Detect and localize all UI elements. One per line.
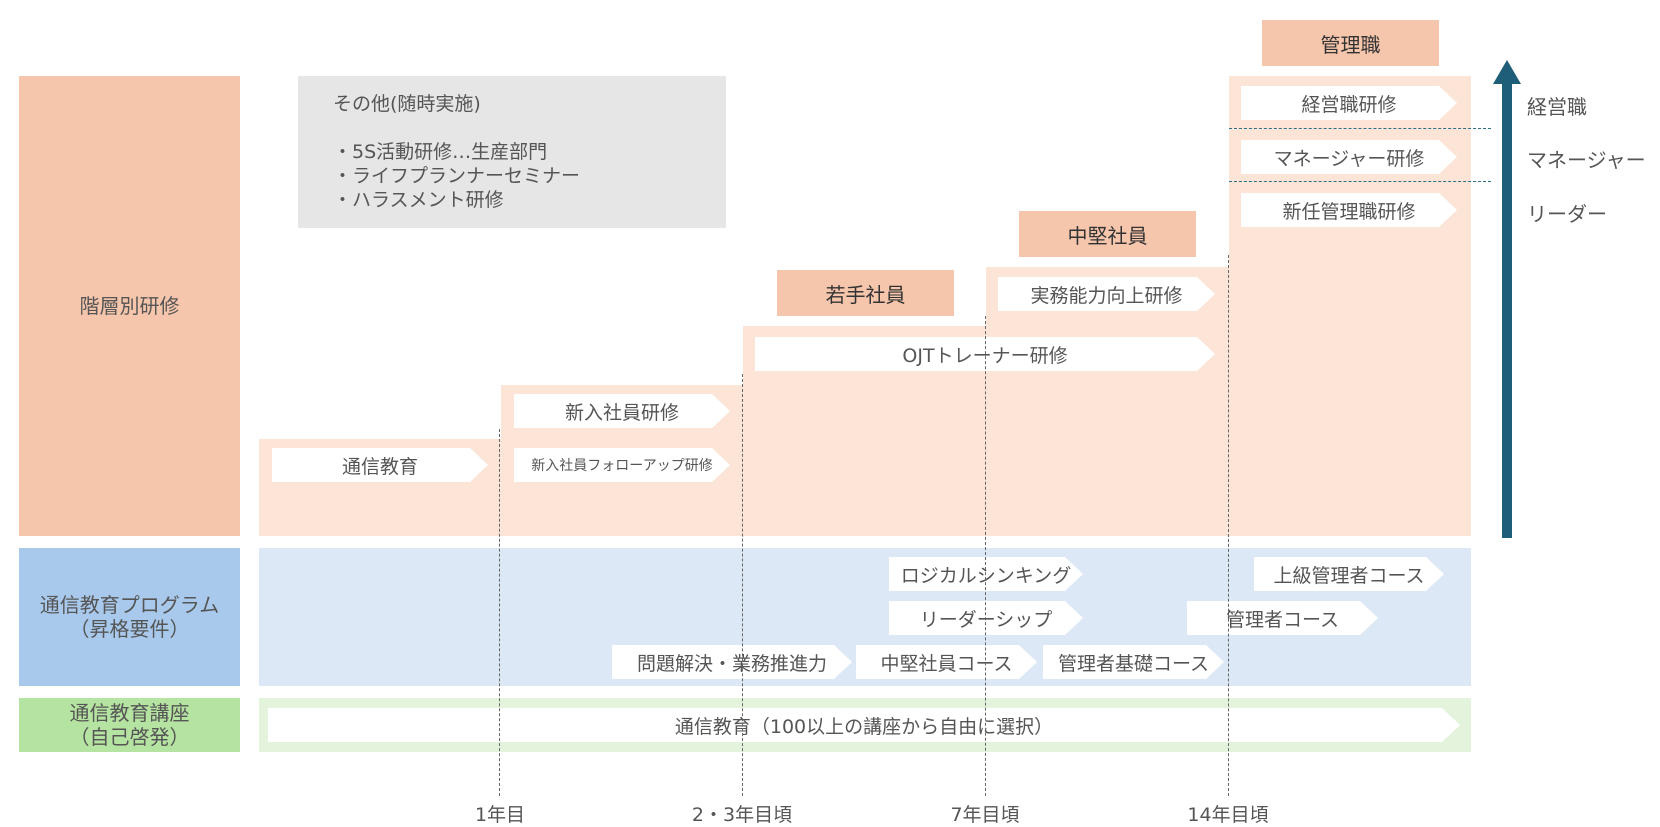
- divider-year7: [985, 316, 986, 796]
- divider-year14: [1228, 255, 1229, 796]
- arrow-mgr-course: 管理者コース: [1187, 601, 1378, 635]
- divider-year1: [499, 429, 500, 796]
- row-label-course: 通信教育講座 （自己啓発）: [19, 698, 240, 752]
- arrow-course: 通信教育（100以上の講座から自由に選択）: [268, 708, 1460, 742]
- arrow-problem: 問題解決・業務推進力: [612, 645, 852, 679]
- tab-mid: 中堅社員: [1019, 211, 1196, 257]
- stair-band-4: [986, 267, 1229, 536]
- level-label: リーダー: [1527, 202, 1607, 226]
- arrow-mid-course: 中堅社員コース: [856, 645, 1037, 679]
- x-tick: 2・3年目頃: [691, 804, 793, 826]
- arrow-tsushin: 通信教育: [272, 448, 488, 482]
- arrow-jitsumu: 実務能力向上研修: [998, 277, 1215, 311]
- level-label: 経営職: [1527, 95, 1587, 119]
- x-tick: 7年目頃: [950, 804, 1020, 826]
- arrow-manager-training: マネージャー研修: [1241, 140, 1457, 174]
- other-item: ・5S活動研修…生産部門: [333, 141, 548, 163]
- other-item: ・ハラスメント研修: [333, 189, 504, 211]
- arrow-senior-mgr: 上級管理者コース: [1254, 557, 1444, 591]
- row-label-program: 通信教育プログラム （昇格要件）: [19, 548, 240, 686]
- x-tick: 1年目: [474, 804, 526, 826]
- arrow-new-hire: 新入社員研修: [514, 394, 730, 428]
- tab-young: 若手社員: [777, 270, 954, 316]
- arrow-logical: ロジカルシンキング: [889, 557, 1083, 591]
- arrow-leadership: リーダーシップ: [889, 601, 1083, 635]
- other-title: その他(随時実施): [333, 93, 481, 115]
- level-separator: [1229, 181, 1491, 182]
- career-up-arrow-icon: [1493, 60, 1521, 538]
- x-tick: 14年目頃: [1187, 804, 1269, 826]
- other-item: ・ライフプランナーセミナー: [333, 165, 581, 187]
- level-separator: [1229, 128, 1491, 129]
- divider-year3: [742, 374, 743, 796]
- level-label: マネージャー: [1527, 148, 1646, 172]
- arrow-exec-training: 経営職研修: [1241, 86, 1457, 120]
- other-box: その他(随時実施) ・5S活動研修…生産部門 ・ライフプランナーセミナー ・ハラ…: [298, 76, 726, 228]
- tab-manager: 管理職: [1262, 20, 1439, 66]
- arrow-new-hire-followup: 新入社員フォローアップ研修: [514, 448, 730, 482]
- row-label-hierarchy: 階層別研修: [19, 76, 240, 536]
- arrow-new-manager: 新任管理職研修: [1241, 193, 1457, 227]
- arrow-mgr-basic: 管理者基礎コース: [1043, 645, 1224, 679]
